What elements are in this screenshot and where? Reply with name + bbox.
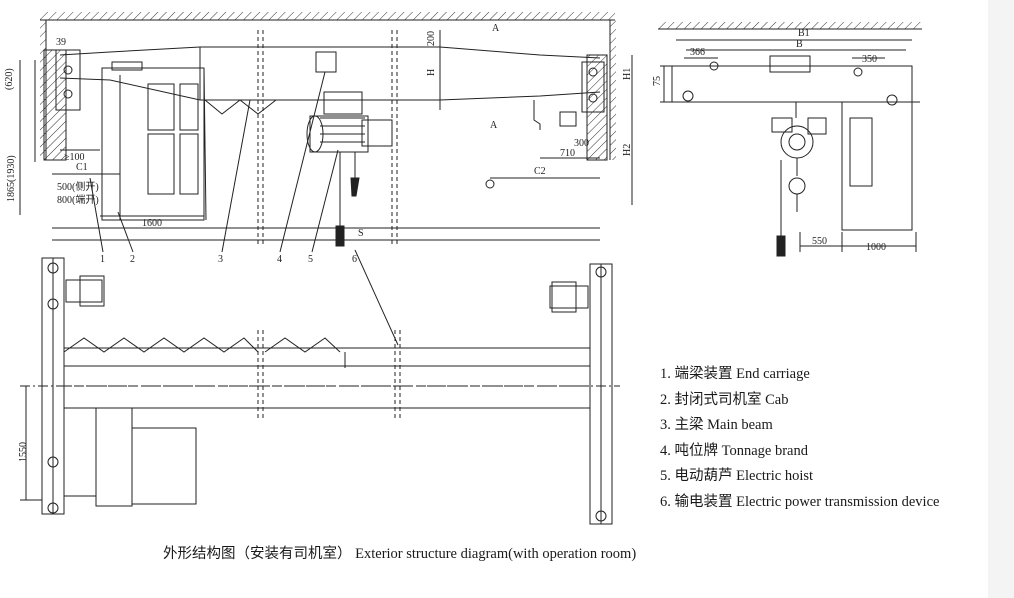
callout-2: 2	[130, 254, 135, 265]
label-a-mid: A	[490, 120, 498, 131]
dim-b1: B1	[798, 28, 810, 39]
dim-c2: C2	[534, 166, 546, 177]
parts-legend: 1. 端梁装置 End carriage 2. 封闭式司机室 Cab 3. 主梁…	[660, 362, 939, 515]
dim-b: B	[796, 39, 803, 50]
dim-1600: 1600	[142, 218, 162, 229]
front-dimensions: 39 (620) 1865(1930) C1 ≥100 500(侧开) 800(…	[4, 23, 633, 239]
side-dimensions: B1 B 366 350 75 550 1000	[652, 28, 886, 253]
plan-dimensions: 1550	[18, 442, 29, 462]
dim-500: 500(侧开)	[57, 180, 99, 193]
legend-item-power-transmission: 6. 输电装置 Electric power transmission devi…	[660, 493, 940, 510]
dim-300: 300	[574, 138, 589, 149]
legend-item-main-beam: 3. 主梁 Main beam	[660, 417, 773, 433]
legend-item-electric-hoist: 5. 电动葫芦 Electric hoist	[660, 468, 814, 484]
dim-h2: H2	[622, 144, 633, 156]
dim-ge100: ≥100	[64, 152, 85, 163]
dim-75: 75	[652, 76, 663, 86]
callout-5: 5	[308, 254, 313, 265]
legend-item-tonnage-brand: 4. 吨位牌 Tonnage brand	[660, 442, 808, 459]
dim-1000: 1000	[866, 242, 886, 253]
callout-4: 4	[277, 254, 282, 265]
dim-200: 200	[426, 31, 437, 46]
dim-h: H	[426, 69, 437, 76]
side-elevation	[658, 22, 922, 257]
legend-item-cab: 2. 封闭式司机室 Cab	[660, 391, 789, 408]
dim-620: (620)	[4, 68, 15, 90]
dim-39: 39	[56, 37, 66, 48]
dim-710: 710	[560, 148, 575, 159]
dim-350: 350	[862, 54, 877, 65]
callout-1: 1	[100, 254, 105, 265]
dim-550: 550	[812, 236, 827, 247]
callout-6: 6	[352, 254, 357, 265]
front-elevation	[19, 12, 633, 346]
callout-3: 3	[218, 254, 223, 265]
dim-366: 366	[690, 47, 705, 58]
dim-c1: C1	[76, 162, 88, 173]
label-a-top: A	[492, 23, 500, 34]
diagram-caption: 外形结构图（安装有司机室） Exterior structure diagram…	[163, 546, 637, 562]
dim-800: 800(端开)	[57, 193, 99, 206]
dim-1930: 1865(1930)	[6, 155, 17, 202]
dim-s: S	[358, 228, 364, 239]
page-edge-shadow	[988, 0, 1014, 598]
dim-1550: 1550	[18, 442, 29, 462]
legend-item-end-carriage: 1. 端梁装置 End carriage	[660, 366, 810, 382]
plan-view	[20, 257, 620, 525]
dim-h1: H1	[622, 68, 633, 80]
callouts: 1 2 3 4 5 6	[100, 254, 357, 265]
